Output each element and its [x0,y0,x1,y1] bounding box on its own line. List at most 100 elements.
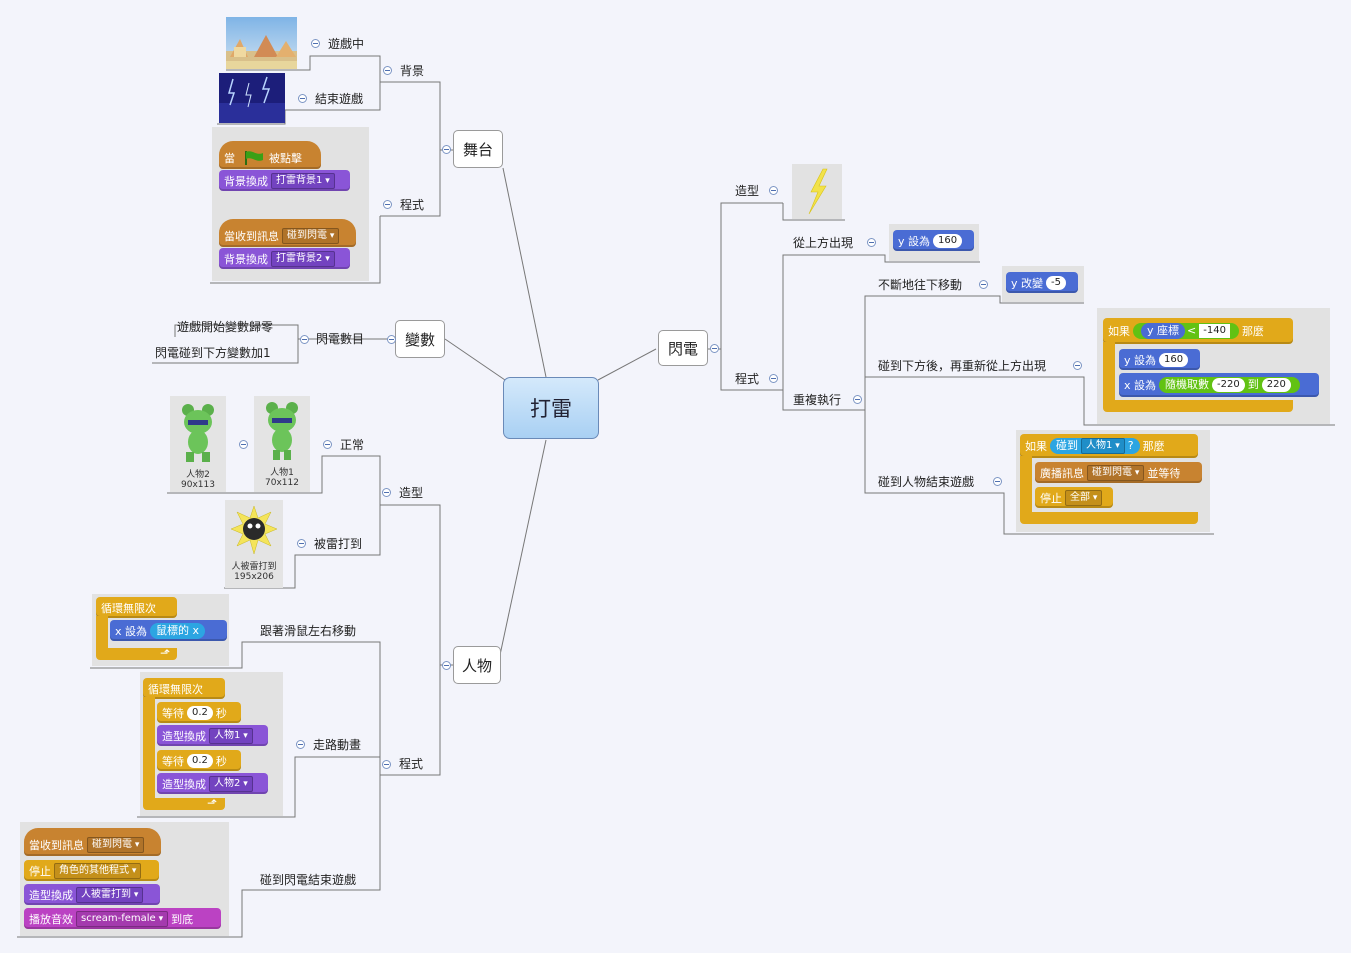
collapse-toggle-icon[interactable] [867,238,876,247]
collapse-toggle-icon[interactable] [298,94,307,103]
when-receive-label: 當收到訊息 [29,839,84,852]
broadcast-and-wait-block[interactable]: 廣播訊息碰到閃電並等待 [1035,462,1202,483]
topic-variables[interactable]: 變數 [395,320,445,358]
hit-bottom-label[interactable]: 碰到下方後，再重新從上方出現 [878,359,1047,373]
walk-animation-label[interactable]: 走路動畫 [313,738,362,752]
stop-option-dropdown[interactable]: 全部 [1065,489,1103,506]
mouse-x-reporter[interactable]: 鼠標的 [156,623,190,637]
collapse-toggle-icon[interactable] [710,344,719,353]
stage-backgrounds-label[interactable]: 背景 [400,64,425,78]
topic-person[interactable]: 人物 [453,646,501,684]
collapse-toggle-icon[interactable] [769,374,778,383]
backdrop-dropdown[interactable]: 打雷背景2 [271,250,335,267]
collapse-toggle-icon[interactable] [296,740,305,749]
collapse-toggle-icon[interactable] [383,66,392,75]
costume-sprite2[interactable]: 人物2 90x113 [170,396,226,492]
central-topic[interactable]: 打雷 [503,377,599,439]
collapse-toggle-icon[interactable] [383,200,392,209]
sound-dropdown[interactable]: scream-female [76,910,169,927]
collapse-toggle-icon[interactable] [979,280,988,289]
compare-value-input[interactable]: -140 [1199,324,1230,338]
costume-dropdown[interactable]: 人被雷打到 [76,886,144,903]
costume-hit-label[interactable]: 被雷打到 [314,537,363,551]
variable-note-1[interactable]: 遊戲開始變數歸零 [177,320,274,334]
switch-costume-block[interactable]: 造型換成人物2 [157,773,268,794]
y-value-input[interactable]: 160 [933,233,963,248]
random-to-input[interactable]: 220 [1261,378,1291,392]
backdrop-dropdown[interactable]: 打雷背景1 [271,172,335,189]
costume-normal-label[interactable]: 正常 [340,438,365,452]
switch-backdrop-block[interactable]: 背景換成 打雷背景2 [219,248,350,269]
costume-sprite1[interactable]: 人物1 70x112 [254,396,310,492]
repeat-label[interactable]: 重複執行 [793,393,842,407]
costume-dropdown[interactable]: 人物1 [209,727,253,744]
collapse-toggle-icon[interactable] [1073,361,1082,370]
message-dropdown[interactable]: 碰到閃電 [87,837,145,853]
lightning-costume-label[interactable]: 造型 [735,184,760,198]
collapse-toggle-icon[interactable] [323,440,332,449]
y-value-input[interactable]: 160 [1159,352,1189,367]
stop-block[interactable]: 停止全部 [1035,487,1113,508]
collapse-toggle-icon[interactable] [300,335,309,344]
collapse-toggle-icon[interactable] [311,39,320,48]
switch-costume-block[interactable]: 造型換成人物1 [157,725,268,746]
collapse-toggle-icon[interactable] [387,335,396,344]
collapse-toggle-icon[interactable] [382,488,391,497]
topic-stage[interactable]: 舞台 [453,130,503,168]
bg-end-label[interactable]: 結束遊戲 [315,92,364,106]
touching-target-dropdown[interactable]: 人物1 [1081,438,1125,454]
follow-mouse-label[interactable]: 跟著滑鼠左右移動 [260,624,357,638]
wait-input[interactable]: 0.2 [187,705,213,720]
lightning-program-label[interactable]: 程式 [735,372,760,386]
forever-block[interactable]: 循環無限次 [143,678,225,699]
collapse-toggle-icon[interactable] [297,539,306,548]
switch-backdrop-block[interactable]: 背景換成 打雷背景1 [219,170,350,191]
hit-person-label[interactable]: 碰到人物結束遊戲 [878,475,975,489]
switch-costume-block[interactable]: 造型換成人被雷打到 [24,884,160,905]
set-x-block[interactable]: x 設為 隨機取數 -220 到 220 [1119,373,1319,397]
stage-program-label[interactable]: 程式 [400,198,425,212]
when-receive-block[interactable]: 當收到訊息碰到閃電 [24,828,161,856]
costume-sprite-hit[interactable]: 人被雷打到 195x206 [225,500,283,588]
end-game-label[interactable]: 碰到閃電結束遊戲 [260,873,357,887]
when-flag-clicked-block[interactable]: 當 被點擊 [219,141,321,169]
variable-name-label[interactable]: 閃電數目 [316,332,365,346]
collapse-toggle-icon[interactable] [769,186,778,195]
forever-block[interactable]: 循環無限次 [96,597,177,618]
collapse-toggle-icon[interactable] [853,395,862,404]
message-dropdown[interactable]: 碰到閃電 [282,228,340,244]
clicked-label: 被點擊 [269,152,302,165]
if-block[interactable]: 如果 y 座標 < -140 那麼 [1103,318,1293,344]
random-from-input[interactable]: -220 [1212,378,1245,392]
collapse-toggle-icon[interactable] [442,145,451,154]
switch-costume-label: 造型換成 [29,888,73,902]
if-block[interactable]: 如果 碰到 人物1 ? 那麼 [1020,434,1198,458]
collapse-toggle-icon[interactable] [382,760,391,769]
bg-playing-label[interactable]: 遊戲中 [328,37,365,51]
topic-lightning[interactable]: 閃電 [658,330,708,366]
change-y-input[interactable]: -5 [1046,275,1066,290]
stop-block[interactable]: 停止角色的其他程式 [24,860,159,881]
collapse-toggle-icon[interactable] [993,477,1002,486]
person-costume-label[interactable]: 造型 [399,486,424,500]
random-label: 隨機取數 [1165,378,1210,391]
y-position-reporter[interactable]: y 座標 [1141,323,1186,339]
from-top-label[interactable]: 從上方出現 [793,236,854,250]
when-receive-block[interactable]: 當收到訊息 碰到閃電 [219,219,356,247]
collapse-toggle-icon[interactable] [239,440,248,449]
move-down-label[interactable]: 不斷地往下移動 [878,278,963,292]
set-x-block[interactable]: x 設為 鼠標的 x [110,620,227,641]
person-program-label[interactable]: 程式 [399,757,424,771]
change-y-block[interactable]: y 改變-5 [1006,272,1078,293]
wait-input[interactable]: 0.2 [187,753,213,768]
stop-option-dropdown[interactable]: 角色的其他程式 [54,862,142,879]
message-dropdown[interactable]: 碰到閃電 [1087,464,1145,481]
variable-note-2[interactable]: 閃電碰到下方變數加1 [155,346,271,360]
costume-dropdown[interactable]: 人物2 [209,775,253,792]
collapse-toggle-icon[interactable] [442,661,451,670]
